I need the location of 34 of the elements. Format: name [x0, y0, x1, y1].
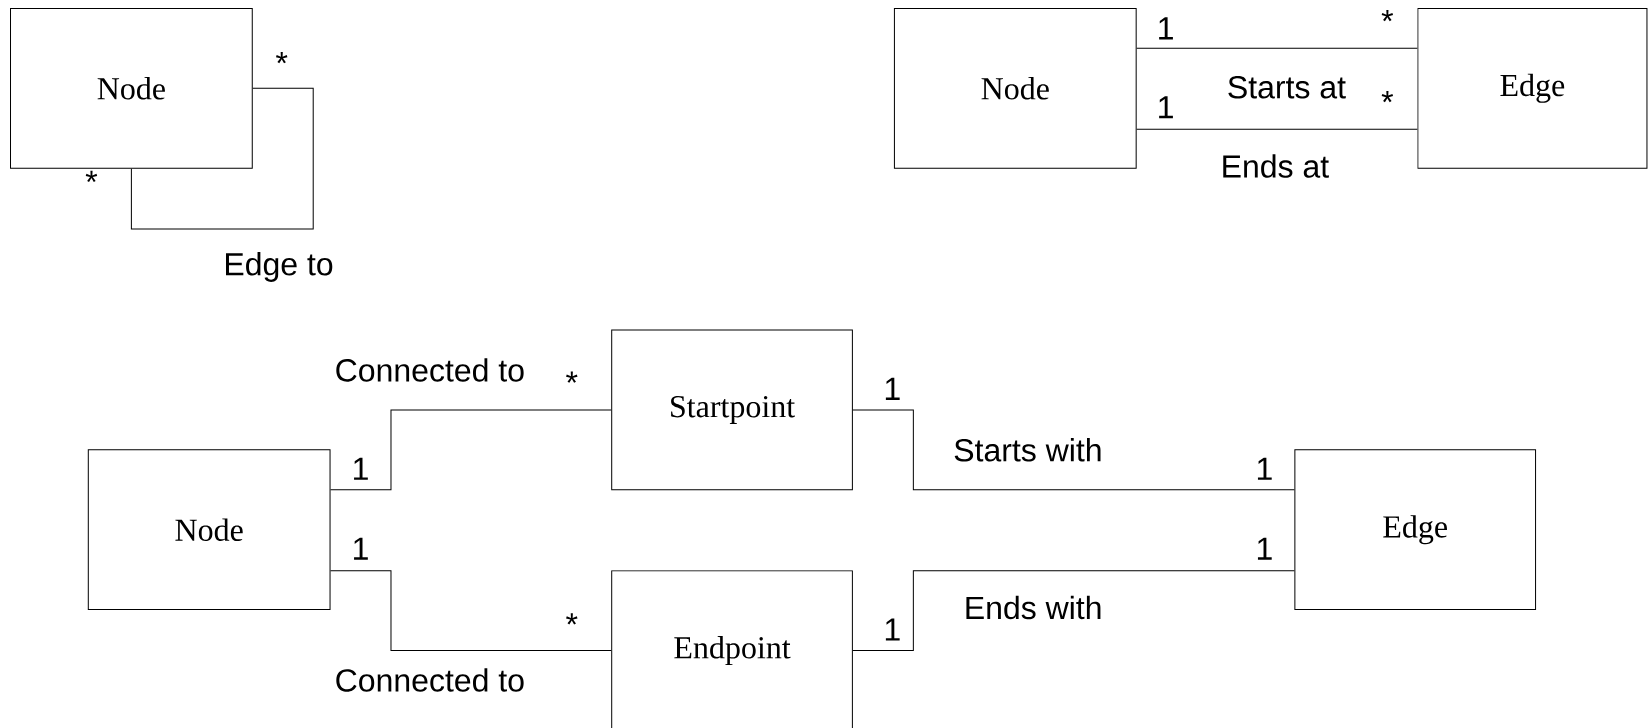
edge-label: Starts with: [951, 435, 1105, 464]
multiplicity-label: *: [566, 613, 578, 625]
multiplicity-label: *: [1381, 90, 1394, 102]
multiplicity-label: 1: [885, 377, 900, 400]
class-box: Node: [893, 7, 1137, 169]
class-box: Edge: [1294, 449, 1537, 610]
association-line: [852, 570, 1295, 651]
association-line: [130, 87, 314, 230]
edge-label: Connected to: [332, 666, 528, 694]
multiplicity-label: 1: [1257, 457, 1272, 480]
association-line: [852, 409, 1295, 491]
multiplicity-label: 1: [354, 537, 368, 560]
multiplicity-label: *: [566, 371, 578, 383]
association-line: [1136, 128, 1418, 130]
multiplicity-label: 1: [1257, 537, 1272, 560]
multiplicity-label: *: [1381, 9, 1394, 22]
edge-label: Ends with: [961, 593, 1105, 622]
class-box: Node: [10, 7, 253, 169]
class-box: Endpoint: [611, 570, 853, 728]
edge-label: Connected to: [332, 356, 528, 384]
association-line: [330, 409, 612, 491]
multiplicity-label: 1: [1159, 17, 1173, 40]
class-box: Node: [87, 449, 331, 610]
multiplicity-label: 1: [1159, 96, 1173, 119]
multiplicity-label: 1: [885, 618, 900, 641]
class-box: Edge: [1417, 7, 1648, 169]
multiplicity-label: *: [275, 51, 288, 64]
association-line: [330, 570, 612, 651]
association-line: [1136, 47, 1418, 49]
edge-label: Ends at: [1218, 152, 1332, 180]
edge-label: Starts at: [1224, 73, 1349, 101]
edge-label: Edge to: [221, 249, 336, 284]
multiplicity-label: 1: [354, 457, 368, 480]
class-box: Startpoint: [611, 329, 853, 491]
